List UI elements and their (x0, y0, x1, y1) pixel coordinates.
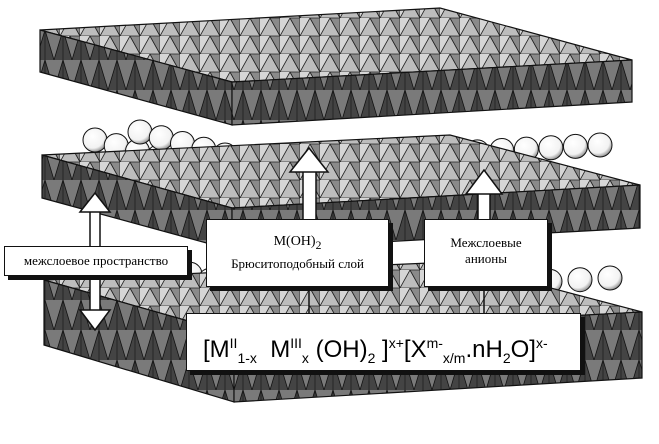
brucite-layer-arrow (288, 146, 330, 223)
anion-sphere (127, 119, 153, 145)
anions-line1: Межслоевые (450, 235, 522, 250)
anion-sphere (562, 133, 588, 159)
anion-sphere (538, 135, 564, 161)
interlayer-space-text: межслоевое пространство (23, 253, 169, 268)
anion-sphere (567, 267, 593, 293)
general-formula: [MII1-x MIIIx (OH)2 ]x+[Xm-x/m.nH2O]x- (186, 313, 581, 371)
anion-sphere (82, 127, 108, 153)
anions-line2: анионы (465, 251, 507, 266)
anion-sphere (597, 265, 623, 291)
brucite-layer-label: M(OH)2 Брюситоподобный слой (206, 219, 389, 287)
top-brucite-layer (39, 7, 633, 126)
interlayer-anions-label: Межслоевые анионы (424, 219, 548, 287)
anion-sphere (148, 125, 174, 151)
connector-lines (308, 287, 485, 313)
anion-sphere (587, 132, 613, 158)
interlayer-space-label: межслоевое пространство (4, 246, 188, 276)
brucite-formula: M(OH)2 (273, 234, 322, 252)
brucite-name: Брюситоподобный слой (231, 255, 364, 271)
anions-arrow (464, 168, 504, 223)
